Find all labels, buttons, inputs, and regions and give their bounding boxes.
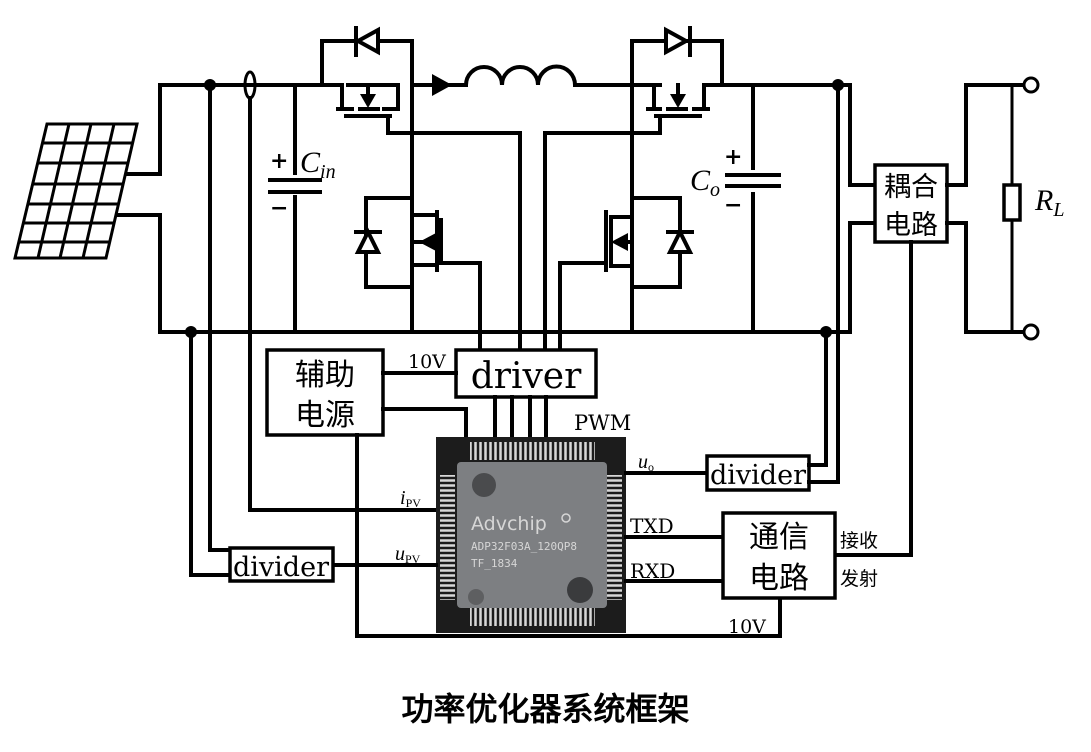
txd-label: TXD [630,514,674,538]
cin-plus: + [270,148,288,174]
comm-circuit-box [721,511,837,600]
transmit-label: 发射 [840,568,878,590]
chip-date-code: TF_1834 [471,557,518,570]
aux-power-line1: 辅助 [295,358,355,393]
cin-minus: − [270,195,288,221]
diode-icon [664,26,692,57]
input-capacitor-icon [268,175,322,195]
driver-supply-label: 10V [408,351,446,373]
mosfet-q4-icon [604,196,694,334]
input-divider-box [228,546,335,583]
comm-circuit-line1: 通信 [749,520,809,555]
co-minus: − [724,192,742,218]
mosfet-q2-icon [354,195,482,352]
coupling-circuit-box [873,163,949,244]
driver-label: driver [471,356,582,397]
diode-icon [353,26,380,57]
ipv-label: iPV [400,487,421,510]
uo-label: uo [638,451,654,474]
output-capacitor-icon [724,170,782,192]
upv-label: uPV [395,543,421,566]
output-terminal-positive [1022,76,1040,94]
rl-label: RL [1034,184,1064,221]
aux-power-line2: 电源 [295,398,355,433]
mosfet-q1-icon [320,83,522,352]
input-divider-label: divider [233,552,329,583]
co-label: Co [690,164,720,201]
microcontroller-chip: Advchip ADP32F03A_120QP8 TF_1834 [436,437,626,633]
load-resistor-icon [1002,183,1022,222]
figure-caption: 功率优化器系统框架 [401,690,690,728]
output-divider-box [705,454,811,492]
output-divider-label: divider [710,460,806,491]
rxd-label: RXD [630,559,675,583]
solar-panel-icon [13,122,139,260]
co-plus: + [724,144,742,170]
chip-brand: Advchip [471,513,547,535]
inductor-icon [463,64,578,88]
coupling-circuit-line2: 电路 [884,210,938,241]
cin-label: Cin [300,146,336,183]
coupling-circuit-line1: 耦合 [884,172,938,203]
comm-circuit-line2: 电路 [749,561,809,596]
aux-power-box [265,348,385,437]
chip-part-number: ADP32F03A_120QP8 [471,540,577,553]
output-terminal-negative [1022,323,1040,341]
pwm-label: PWM [574,411,631,435]
comm-supply-label: 10V [728,616,766,638]
receive-label: 接收 [840,530,878,552]
